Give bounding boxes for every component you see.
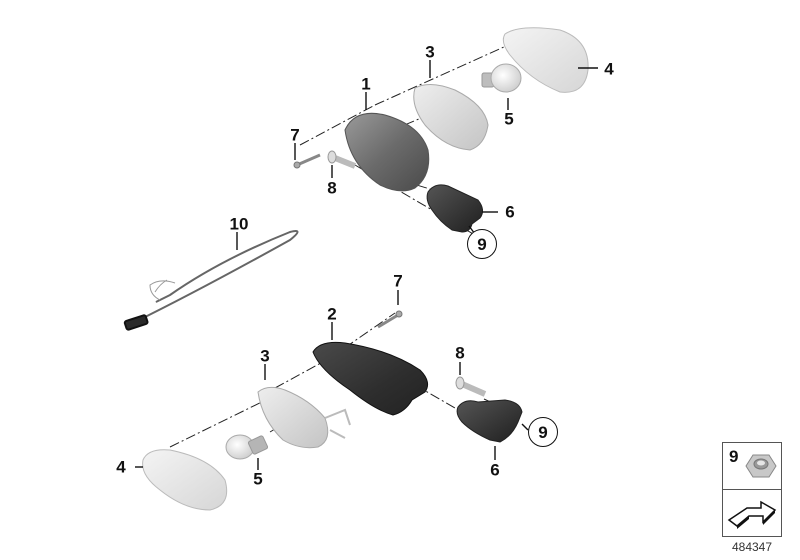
arrow-icon <box>727 500 777 529</box>
legend-nav-arrow[interactable] <box>723 489 781 536</box>
upper-indicator-assembly <box>293 27 589 236</box>
upper-bulb-part-5 <box>481 63 522 93</box>
callout-7-lower[interactable]: 7 <box>393 271 403 291</box>
upper-bracket-part-6 <box>426 184 484 233</box>
callout-5-upper[interactable]: 5 <box>504 109 514 129</box>
callout-4-upper[interactable]: 4 <box>604 59 614 79</box>
lower-bulb-holder-clips <box>324 408 351 439</box>
callout-8-upper[interactable]: 8 <box>327 178 337 198</box>
callout-5-lower[interactable]: 5 <box>253 469 263 489</box>
legend-item-number: 9 <box>729 447 739 466</box>
upper-screw-part-7 <box>293 153 321 169</box>
callout-10[interactable]: 10 <box>229 214 249 234</box>
callout-8-lower[interactable]: 8 <box>455 343 465 363</box>
callout-6-upper[interactable]: 6 <box>505 202 515 222</box>
lower-housing-part-2 <box>312 341 429 416</box>
callout-6-lower[interactable]: 6 <box>490 460 500 480</box>
lower-lens-part-4 <box>142 449 228 511</box>
lower-screw-part-7 <box>377 310 403 329</box>
callout-1[interactable]: 1 <box>361 74 371 94</box>
callout-7-upper[interactable]: 7 <box>290 125 300 145</box>
legend-item-9[interactable]: 9 <box>723 443 781 489</box>
lower-bracket-part-6 <box>456 399 523 443</box>
callout-9-lower[interactable]: 9 <box>528 417 558 447</box>
diagram-number: 484347 <box>731 540 773 554</box>
upper-housing-part-1 <box>344 112 430 192</box>
legend-box: 9 <box>722 442 782 537</box>
lower-bulb-part-5 <box>225 434 269 460</box>
wiring-harness-part-10 <box>123 230 299 331</box>
upper-bolt-part-8 <box>327 150 357 169</box>
callout-3-lower[interactable]: 3 <box>260 346 270 366</box>
upper-bulb-holder-part-3 <box>413 84 489 151</box>
callout-3-upper[interactable]: 3 <box>425 42 435 62</box>
lower-bulb-holder-part-3 <box>257 386 329 449</box>
callout-9-upper[interactable]: 9 <box>467 229 497 259</box>
lower-bolt-part-8 <box>455 376 487 397</box>
lower-indicator-assembly <box>142 310 523 511</box>
leader-lines <box>135 60 598 470</box>
callout-4-lower[interactable]: 4 <box>116 457 126 477</box>
hex-nut-icon <box>745 454 777 478</box>
callout-2[interactable]: 2 <box>327 304 337 324</box>
upper-lens-part-4 <box>502 27 589 93</box>
